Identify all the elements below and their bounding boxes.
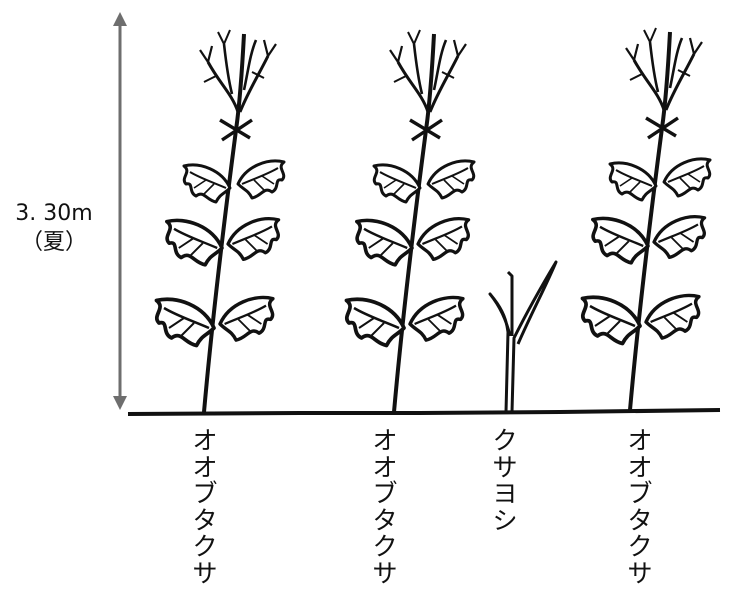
height-value-label: 3. 30m [15,201,93,226]
plant-label-3: クサヨシ [492,426,518,535]
season-label: （夏） [20,230,87,255]
giant-ragweed-plant-1 [157,30,285,412]
height-arrow [113,12,127,410]
plant-label-2: オオブタクサ [372,426,398,588]
giant-ragweed-plant-3 [583,28,711,410]
giant-ragweed-plant-2 [347,30,475,412]
ground-line [127,408,721,416]
plant-label-1: オオブタクサ [192,426,218,588]
reed-canary-grass-plant [488,260,558,413]
plant-label-4: オオブタクサ [627,426,653,588]
